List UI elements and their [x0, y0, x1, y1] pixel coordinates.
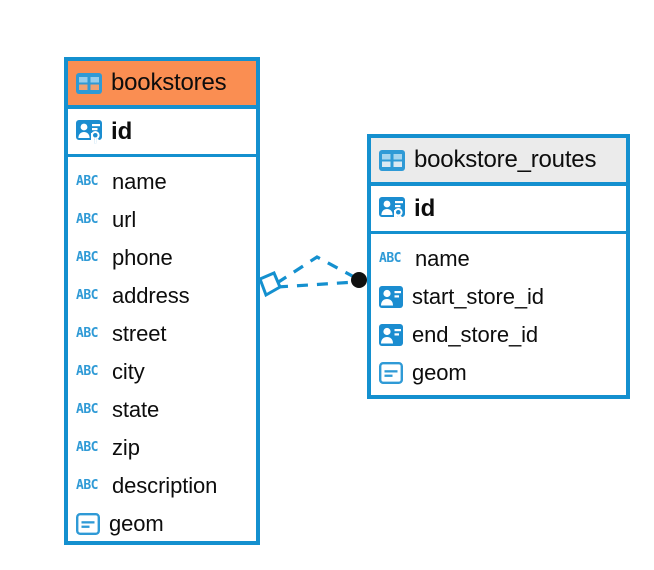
field-label: name [112, 169, 167, 194]
abc-text-icon: ABC [76, 402, 103, 418]
field-row[interactable]: start_store_id [371, 278, 626, 316]
abc-icon-label: ABC [76, 174, 98, 189]
entity-bookstores[interactable]: bookstores id [64, 57, 260, 545]
field-row[interactable]: end_store_id [371, 316, 626, 354]
field-label: geom [412, 360, 467, 385]
table-icon [76, 72, 102, 94]
field-label: city [112, 359, 145, 384]
primary-key-icon [379, 196, 405, 221]
abc-icon-label: ABC [76, 478, 98, 493]
field-label: address [112, 283, 190, 308]
field-row[interactable]: ABC city [68, 353, 256, 391]
field-row[interactable]: ABC url [68, 201, 256, 239]
abc-text-icon: ABC [76, 440, 103, 456]
abc-text-icon: ABC [76, 212, 103, 228]
entity-header-bookstore-routes[interactable]: bookstore_routes [371, 138, 626, 186]
field-label: street [112, 321, 167, 346]
field-label: end_store_id [412, 322, 539, 347]
table-icon [379, 149, 405, 171]
relationship-line-upper [276, 255, 357, 285]
geometry-icon [76, 513, 101, 536]
abc-text-icon: ABC [76, 326, 103, 342]
relationship-connector[interactable] [255, 240, 380, 320]
field-list-bookstore-routes: ABC name start_store_id [371, 234, 626, 392]
abc-text-icon: ABC [76, 478, 103, 494]
foreign-key-icon [379, 286, 403, 308]
abc-icon-label: ABC [76, 212, 98, 227]
primary-key-label: id [414, 194, 436, 222]
field-label: state [112, 397, 160, 422]
abc-text-icon: ABC [379, 251, 406, 267]
primary-key-row[interactable]: id [68, 109, 256, 157]
primary-key-row[interactable]: id [371, 186, 626, 234]
field-row[interactable]: ABC state [68, 391, 256, 429]
abc-icon-label: ABC [76, 326, 98, 341]
entity-bookstore-routes[interactable]: bookstore_routes id [367, 134, 630, 399]
field-row[interactable]: ABC name [68, 163, 256, 201]
primary-key-label: id [111, 117, 133, 145]
abc-icon-label: ABC [379, 251, 401, 266]
field-row[interactable]: ABC address [68, 277, 256, 315]
entity-title: bookstores [111, 69, 227, 96]
field-row[interactable]: ABC zip [68, 429, 256, 467]
field-label: url [112, 207, 137, 232]
field-label: geom [109, 511, 164, 536]
relationship-line-lower [276, 280, 357, 289]
primary-key-icon [76, 119, 102, 144]
entity-header-bookstores[interactable]: bookstores [68, 61, 256, 109]
field-label: start_store_id [412, 284, 544, 309]
field-row[interactable]: ABC phone [68, 239, 256, 277]
foreign-key-icon [379, 324, 403, 346]
field-row[interactable]: ABC description [68, 467, 256, 505]
abc-icon-label: ABC [76, 364, 98, 379]
abc-text-icon: ABC [76, 174, 103, 190]
field-row[interactable]: ABC name [371, 240, 626, 278]
field-label: description [112, 473, 218, 498]
abc-icon-label: ABC [76, 288, 98, 303]
field-row[interactable]: ABC street [68, 315, 256, 353]
field-label: name [415, 246, 470, 271]
abc-text-icon: ABC [76, 288, 103, 304]
field-row[interactable]: geom [68, 505, 256, 543]
abc-icon-label: ABC [76, 440, 98, 455]
abc-icon-label: ABC [76, 402, 98, 417]
polygon-marker [258, 271, 282, 298]
field-row[interactable]: geom [371, 354, 626, 392]
field-label: phone [112, 245, 173, 270]
filled-circle-marker [351, 272, 367, 288]
entity-title: bookstore_routes [414, 146, 597, 173]
field-list-bookstores: ABC name ABC url ABC phone ABC [68, 157, 256, 543]
field-label: zip [112, 435, 140, 460]
abc-text-icon: ABC [76, 364, 103, 380]
abc-text-icon: ABC [76, 250, 103, 266]
abc-icon-label: ABC [76, 250, 98, 265]
geometry-icon [379, 362, 404, 385]
